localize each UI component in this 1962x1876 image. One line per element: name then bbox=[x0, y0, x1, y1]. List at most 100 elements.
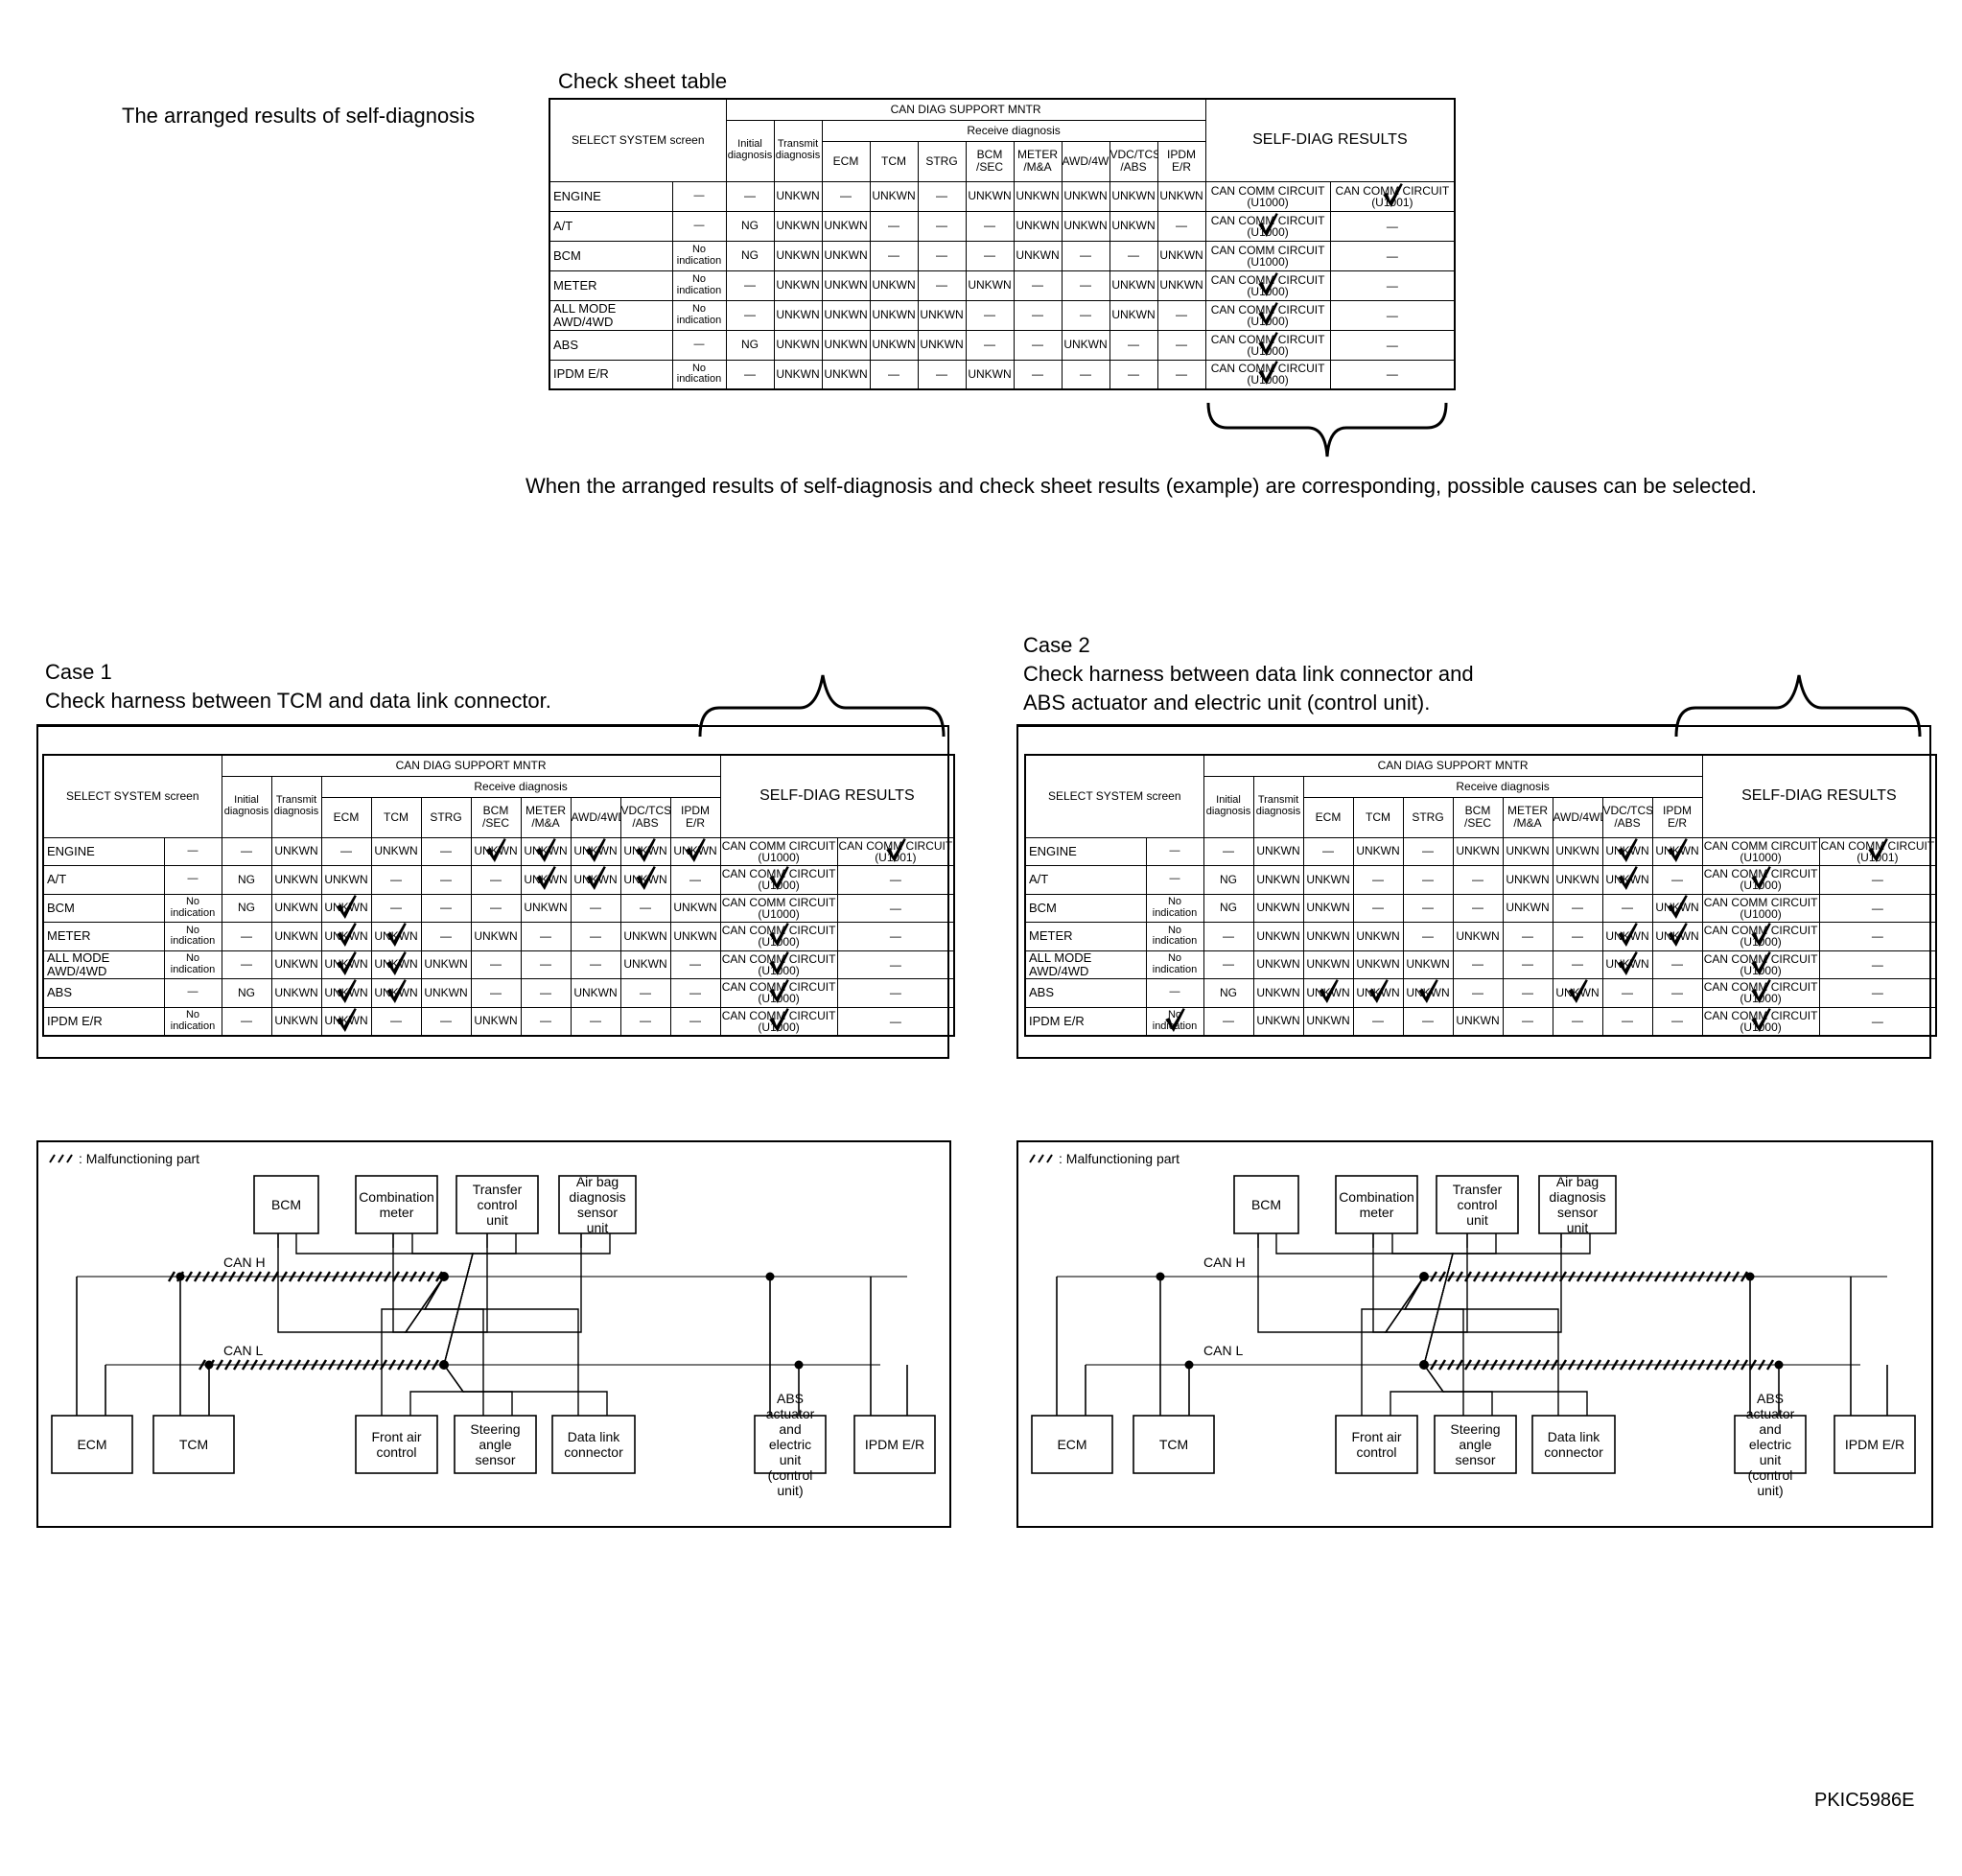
bottom-unit-label-line: sensor bbox=[1455, 1452, 1495, 1467]
hatch-mark bbox=[1627, 1359, 1637, 1371]
diag-cell: — bbox=[1651, 1006, 1703, 1036]
check-mark-icon bbox=[1418, 979, 1438, 1004]
hatch-mark bbox=[1688, 1359, 1697, 1371]
self-diag-result-1: CAN COMM CIRCUIT (U1000) bbox=[1204, 210, 1331, 242]
diag-cell: — bbox=[1452, 893, 1504, 923]
top-unit-box bbox=[1436, 1175, 1519, 1234]
bottom-unit-box bbox=[551, 1415, 636, 1474]
hatch-mark bbox=[279, 1271, 289, 1282]
hatch-mark bbox=[1645, 1359, 1654, 1371]
self-diag-result-1: CAN COMM CIRCUIT (U1000) bbox=[1204, 359, 1331, 390]
self-diag-result-1: CAN COMM CIRCUIT (U1000) bbox=[1701, 1006, 1820, 1036]
diag-cell: UNKWN bbox=[420, 978, 472, 1008]
legend-text: : Malfunctioning part bbox=[1059, 1151, 1180, 1166]
case1-description: Check harness between TCM and data link … bbox=[45, 689, 551, 713]
top-unit-box bbox=[1233, 1175, 1299, 1234]
diag-cell: UNKWN bbox=[1651, 836, 1703, 866]
diag-cell: UNKWN bbox=[619, 922, 671, 951]
diag-cell: UNKWN bbox=[1302, 865, 1354, 895]
diag-cell: UNKWN bbox=[1601, 836, 1653, 866]
diag-cell: UNKWN bbox=[1302, 893, 1354, 923]
hatch-mark bbox=[1437, 1359, 1447, 1371]
diag-cell: — bbox=[1203, 1006, 1254, 1036]
self-diag-result-2: — bbox=[1818, 978, 1937, 1008]
fan-wire bbox=[1403, 1276, 1559, 1416]
top-unit-label-line: BCM bbox=[271, 1197, 301, 1212]
self-diag-result-2: — bbox=[1818, 922, 1937, 951]
diag-cell: — bbox=[1156, 359, 1206, 390]
diag-cell: UNKWN bbox=[619, 950, 671, 979]
fan-wire bbox=[1403, 1276, 1464, 1416]
diag-cell: — bbox=[1402, 1006, 1454, 1036]
hatch-mark bbox=[1446, 1271, 1456, 1282]
hatch-mark bbox=[339, 1271, 349, 1282]
header-col-5: AWD/4WD bbox=[570, 796, 621, 838]
diag-cell: UNKWN bbox=[1552, 836, 1603, 866]
hatch-mark bbox=[167, 1271, 176, 1282]
check-mark-icon bbox=[769, 979, 789, 1004]
diag-cell: UNKWN bbox=[1452, 836, 1504, 866]
diag-cell: — bbox=[619, 893, 671, 923]
hatch-mark bbox=[405, 1359, 414, 1371]
diag-cell: — bbox=[1203, 950, 1254, 979]
diag-cell: — bbox=[1601, 978, 1653, 1008]
header-col-3: BCM /SEC bbox=[470, 796, 522, 838]
self-diag-result-2: CAN COMM CIRCUIT (U1001) bbox=[836, 836, 955, 866]
diag-cell: — bbox=[1061, 270, 1110, 301]
diag-cell: UNKWN bbox=[1402, 950, 1454, 979]
bottom-unit-label-line: actuator bbox=[1746, 1406, 1795, 1421]
diag-cell: NG bbox=[221, 865, 272, 895]
system-indication: No indication bbox=[671, 240, 727, 271]
diag-cell: UNKWN bbox=[917, 299, 967, 331]
diag-cell: UNKWN bbox=[669, 836, 721, 866]
fan-wire bbox=[411, 1233, 474, 1366]
hatch-mark bbox=[1541, 1271, 1551, 1282]
hatch-mark bbox=[1670, 1271, 1680, 1282]
check-mark-icon bbox=[1383, 182, 1403, 207]
diag-cell: UNKWN bbox=[1352, 978, 1404, 1008]
hatch-mark bbox=[1757, 1359, 1766, 1371]
header-self-diag-results: SELF-DIAG RESULTS bbox=[1701, 754, 1937, 838]
diag-cell: — bbox=[320, 836, 372, 866]
hatch-mark bbox=[1593, 1359, 1602, 1371]
fan-wire bbox=[1257, 1233, 1425, 1333]
hatch-mark bbox=[1524, 1271, 1533, 1282]
table-row: IPDM E/RNo indication—UNKWNUNKWN——UNKWN—… bbox=[1024, 1006, 1937, 1036]
hatch-mark bbox=[1524, 1359, 1533, 1371]
diag-cell: UNKWN bbox=[669, 922, 721, 951]
check-mark-icon bbox=[769, 866, 789, 891]
header-col-7: IPDM E/R bbox=[1156, 140, 1206, 182]
bottom-unit-label-line: unit bbox=[1760, 1452, 1782, 1467]
header-col-7: IPDM E/R bbox=[669, 796, 721, 838]
diag-cell: — bbox=[619, 978, 671, 1008]
fan-wire bbox=[381, 1276, 445, 1416]
hatch-mark bbox=[1705, 1271, 1715, 1282]
diag-cell: UNKWN bbox=[1601, 865, 1653, 895]
diag-cell: UNKWN bbox=[821, 210, 871, 242]
hatch-mark bbox=[413, 1359, 423, 1371]
diag-cell: — bbox=[965, 240, 1015, 271]
hatch-mark bbox=[236, 1271, 245, 1282]
wire-junction bbox=[765, 1272, 775, 1281]
bottom-unit-label-line: Data link bbox=[568, 1429, 620, 1444]
top-unit-label-line: BCM bbox=[1251, 1197, 1281, 1212]
self-diag-result-1: CAN COMM CIRCUIT (U1000) bbox=[719, 978, 838, 1008]
hatch-mark bbox=[357, 1271, 366, 1282]
diag-cell: — bbox=[1402, 865, 1454, 895]
diag-cell: UNKWN bbox=[869, 299, 919, 331]
hatch-mark bbox=[1429, 1359, 1438, 1371]
diag-cell: UNKWN bbox=[773, 240, 823, 271]
hatch-mark bbox=[1584, 1271, 1594, 1282]
top-unit-label-line: unit bbox=[587, 1220, 609, 1235]
check-mark-icon bbox=[337, 1007, 357, 1032]
diag-cell: — bbox=[570, 950, 621, 979]
hatch-mark bbox=[1437, 1271, 1447, 1282]
system-name: A/T bbox=[1024, 865, 1147, 895]
diag-cell: UNKWN bbox=[320, 893, 372, 923]
diag-cell: — bbox=[917, 359, 967, 390]
